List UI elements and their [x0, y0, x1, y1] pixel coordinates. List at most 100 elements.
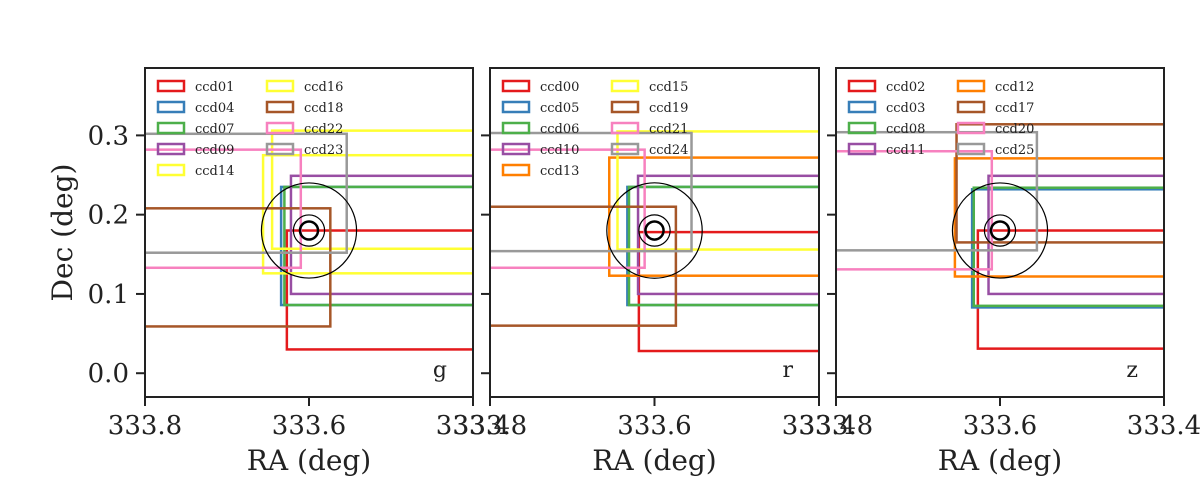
- legend-swatch-ccd13: [501, 163, 531, 177]
- ccd-footprint-ccd02: [976, 229, 1164, 350]
- legend-swatch-ccd10: [501, 142, 531, 156]
- x-tick-label: 333.6: [963, 411, 1037, 441]
- axes-frame: [144, 67, 474, 398]
- legend-swatch-ccd09: [156, 142, 186, 156]
- target-circle-1: [638, 214, 671, 247]
- y-tick-label: 0.1: [88, 280, 129, 310]
- ccd-footprint-ccd10: [636, 174, 819, 296]
- legend-swatch-ccd19: [610, 100, 640, 114]
- x-tick-label: 333.4: [436, 411, 510, 441]
- ccd-footprint-ccd11: [987, 174, 1164, 296]
- legend-label-ccd24: ccd24: [649, 143, 688, 158]
- y-tick-label: 0.3: [88, 121, 129, 151]
- target-circle-1: [292, 214, 326, 247]
- legend-swatch-ccd02: [847, 79, 877, 93]
- plot-area-r: [490, 130, 819, 353]
- ccd-footprint-ccd18: [145, 207, 332, 328]
- ccd-footprint-ccd03: [970, 188, 1164, 309]
- target-circle-2: [298, 220, 320, 241]
- legend-swatch-ccd24: [610, 142, 640, 156]
- legend-swatch-ccd23: [265, 142, 295, 156]
- ccd-footprint-ccd24: [490, 131, 693, 253]
- legend-swatch-ccd16: [265, 79, 295, 93]
- legend-label-ccd14: ccd14: [195, 164, 234, 179]
- x-tick-label: 333.4: [782, 411, 856, 441]
- plot-area-g: [145, 129, 473, 351]
- legend-swatch-ccd01: [156, 79, 186, 93]
- legend-swatch-ccd08: [847, 121, 877, 135]
- band-label: g: [433, 358, 447, 383]
- legend-label-ccd08: ccd08: [886, 122, 925, 137]
- legend: ccd00ccd05ccd06ccd10ccd13ccd15ccd19ccd21…: [501, 79, 688, 179]
- y-tick-label: 0.0: [88, 359, 129, 389]
- legend-swatch-ccd17: [956, 100, 986, 114]
- legend: ccd01ccd04ccd07ccd09ccd14ccd16ccd18ccd22…: [156, 79, 343, 179]
- legend-swatch-ccd11: [847, 142, 877, 156]
- legend-swatch-ccd18: [265, 100, 295, 114]
- legend-label-ccd11: ccd11: [886, 143, 925, 158]
- legend-label-ccd10: ccd10: [540, 143, 579, 158]
- panel-z: 333.8 333.6 333.4 RA (deg) z ccd02 ccd03 ccd08 c…: [799, 67, 1200, 477]
- ccd-footprint-ccd09: [289, 174, 473, 296]
- x-tick-label: 333.8: [453, 411, 527, 441]
- legend-label-ccd15: ccd15: [649, 80, 688, 95]
- x-tick-label: 333.6: [272, 411, 346, 441]
- band-label: z: [1126, 358, 1138, 383]
- band-label: r: [782, 358, 793, 383]
- legend-swatch-ccd07: [156, 121, 186, 135]
- legend-label-ccd13: ccd13: [540, 164, 579, 179]
- legend-label-ccd03: ccd03: [886, 101, 925, 116]
- ccd-footprint-ccd06: [627, 185, 819, 307]
- legend-label-ccd23: ccd23: [304, 143, 343, 158]
- ccd-footprint-ccd21: [490, 148, 646, 270]
- legend-swatch-ccd15: [610, 79, 640, 93]
- target-circle-2: [644, 220, 665, 241]
- target-circle-1: [983, 214, 1017, 247]
- ccd-footprint-ccd17: [955, 123, 1164, 244]
- legend-swatch-ccd03: [847, 100, 877, 114]
- target-circle-0: [606, 182, 703, 279]
- ccd-footprint-ccd12: [953, 157, 1164, 278]
- legend-swatch-ccd22: [265, 121, 295, 135]
- ccd-footprint-ccd08: [972, 186, 1164, 308]
- plot-area-z: [836, 123, 1164, 350]
- legend-label-ccd21: ccd21: [649, 122, 688, 137]
- legend-swatch-ccd14: [156, 163, 186, 177]
- legend-label-ccd01: ccd01: [195, 80, 234, 95]
- target-circle-2: [989, 220, 1011, 241]
- ccd-footprint-ccd15: [616, 130, 819, 251]
- ccd-footprint-ccd20: [836, 149, 994, 271]
- ccd-footprint-ccd22: [145, 148, 303, 270]
- legend-label-ccd09: ccd09: [195, 143, 234, 158]
- legend-label-ccd12: ccd12: [995, 80, 1034, 95]
- x-axis-label: RA (deg): [592, 444, 716, 477]
- ccd-footprint-ccd23: [145, 132, 348, 254]
- legend-swatch-ccd20: [956, 121, 986, 135]
- legend-swatch-ccd21: [610, 121, 640, 135]
- legend-swatch-ccd25: [956, 142, 986, 156]
- legend-label-ccd19: ccd19: [649, 101, 688, 116]
- legend-label-ccd22: ccd22: [304, 122, 343, 137]
- legend-label-ccd07: ccd07: [195, 122, 234, 137]
- x-tick-label: 333.4: [1127, 411, 1200, 441]
- x-axis-label: RA (deg): [247, 444, 371, 477]
- y-axis-label: Dec (deg): [46, 164, 79, 302]
- y-tick-label: 0.2: [88, 201, 129, 231]
- legend-swatch-ccd04: [156, 100, 186, 114]
- legend-swatch-ccd05: [501, 100, 531, 114]
- ccd-footprint-ccd01: [285, 229, 473, 351]
- legend-label-ccd04: ccd04: [195, 101, 234, 116]
- target-circle-0: [260, 182, 358, 279]
- ccd-footprint-ccd16: [270, 129, 473, 251]
- legend-label-ccd17: ccd17: [995, 101, 1034, 116]
- legend-label-ccd16: ccd16: [304, 80, 343, 95]
- x-axis-label: RA (deg): [938, 444, 1062, 477]
- x-tick-label: 333.8: [799, 411, 873, 441]
- legend-label-ccd02: ccd02: [886, 80, 925, 95]
- legend-swatch-ccd06: [501, 121, 531, 135]
- ccd-footprint-ccd14: [261, 153, 473, 275]
- ccd-footprint-ccd19: [490, 205, 678, 327]
